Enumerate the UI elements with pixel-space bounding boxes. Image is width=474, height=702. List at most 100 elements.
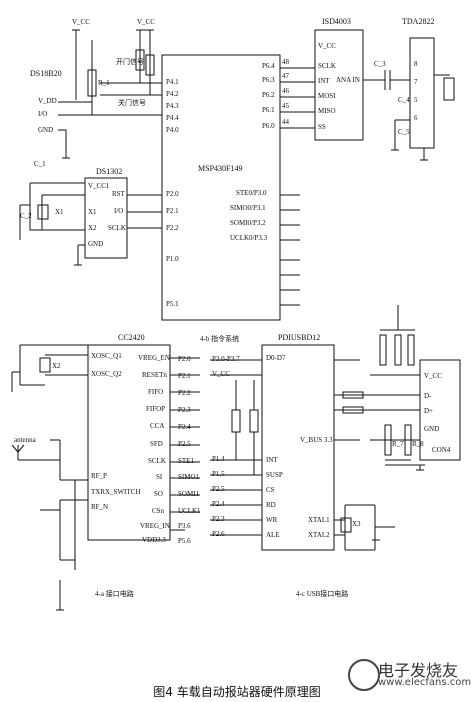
msp-pin-p41: P4.1: [166, 78, 179, 86]
mid-left-p14: P1.4: [212, 455, 225, 463]
msp-pin-p21: P2.1: [166, 207, 179, 215]
msp-num-46: 46: [282, 87, 289, 95]
cc2420-pin-vregen: VREG_EN: [138, 354, 170, 362]
x1-label: X1: [55, 208, 64, 216]
msp430-label: MSP430F149: [198, 164, 243, 173]
ds1302-pin-sclk: SCLK: [108, 224, 126, 232]
watermark-text: 电子发烧友: [378, 661, 459, 680]
msp-pin-p10: P1.0: [166, 255, 179, 263]
con4-label: CON4: [432, 446, 451, 454]
usb-pin-dminus: D-: [424, 392, 432, 400]
pdi-pin-xtal1: XTAL1: [308, 516, 330, 524]
pdi-pin-susp: SUSP: [266, 471, 283, 479]
msp-pin-p44: P4.4: [166, 114, 179, 122]
msp-num-48: 48: [282, 58, 289, 66]
ds1302-pin-rst: RST: [112, 190, 125, 198]
mid-sig-p25: P2.5: [178, 440, 191, 448]
open-door-signal: 开门信号: [116, 58, 144, 66]
c1-label: C_1: [34, 160, 46, 168]
cc2420-pin-vregin: VREG_IN: [140, 522, 170, 530]
mid-sig-p22: P2.2: [178, 389, 191, 397]
msp-pin-p60: P6.0: [262, 122, 275, 130]
cc2420-pin-xosc1: XOSC_Q1: [91, 352, 122, 360]
msp-pin-somi0: SOMI0/P3.2: [230, 219, 266, 227]
isd4003-chip: [314, 29, 364, 141]
ds1302-label: DS1302: [96, 167, 123, 176]
pdi-pin-wr: WR: [266, 516, 278, 524]
pdi-pin-rd: RD: [266, 501, 276, 509]
msp-pin-p20: P2.0: [166, 190, 179, 198]
msp-pin-uclk0: UCLK0/P3.3: [230, 234, 268, 242]
mid-sig-p36: P3.6: [178, 522, 191, 530]
isd-pin-miso: MISO: [318, 107, 336, 115]
msp-pin-p42: P4.2: [166, 90, 179, 98]
usb-pin-dplus: D+: [424, 407, 434, 415]
x2-label: X2: [52, 362, 61, 370]
isd-pin-mosi: MOSI: [318, 92, 336, 100]
cc2420-pin-so: SO: [154, 490, 163, 498]
c4-label: C_4: [398, 96, 410, 104]
pdiusbd12-label: PDIUSBD12: [278, 333, 321, 342]
figure-caption: 图4 车载自动报站器硬件原理图: [153, 685, 321, 699]
cc2420-pin-rfn: RF_N: [91, 503, 109, 511]
mid-left-p24: P2.4: [212, 500, 225, 508]
cc2420-pin-fifop: FIFOP: [146, 405, 166, 413]
cc2420-pin-vdd33: VDD3.3: [142, 536, 166, 544]
close-door-signal: 关门信号: [118, 99, 146, 107]
cc2420-chip: [87, 344, 171, 541]
mid-sig-ste1: STE1: [178, 457, 194, 465]
x3-label: X3: [352, 520, 361, 528]
c3-label: C_3: [374, 60, 386, 68]
msp-num-44: 44: [282, 118, 289, 126]
mid-sig-p20: P2.0: [178, 355, 191, 363]
c2-label: C_2: [20, 212, 32, 220]
msp-pin-p61: P6.1: [262, 106, 275, 114]
ds18b20-pin-gnd: GND: [38, 126, 54, 134]
msp-pin-p62: P6.2: [262, 91, 275, 99]
cc2420-pin-xosc2: XOSC_Q2: [91, 370, 122, 378]
mid-left-vcc: V_CC: [212, 370, 230, 378]
mid-left-p23: P2.3: [212, 515, 225, 523]
pdi-pin-xtal2: XTAL2: [308, 531, 330, 539]
cc2420-pin-txrx: TXRX_SWITCH: [91, 488, 141, 496]
msp-pin-p43: P4.3: [166, 102, 179, 110]
tda-pin-6: 6: [414, 114, 418, 122]
pdi-pin-vbus: V_BUS 3.3: [300, 436, 333, 444]
isd-pin-int: INT: [318, 77, 330, 85]
pdiusbd12-chip: [261, 344, 335, 551]
sub-4a-label: 4-a 接口电路: [95, 590, 134, 598]
ds18b20-label: DS18B20: [30, 69, 62, 78]
tda-pin-5: 5: [414, 96, 418, 104]
cc2420-pin-resetn: RESETn: [142, 371, 167, 379]
cc2420-pin-rfp: RF_P: [91, 472, 107, 480]
sub-4c-label: 4-c USB接口电路: [296, 590, 349, 598]
ds18b20-pin-vdd: V_DD: [38, 97, 57, 105]
ds1302-pin-gnd: GND: [88, 240, 104, 248]
ds1302-pin-x1: X1: [88, 208, 97, 216]
mid-sig-uclk1: UCLK1: [178, 507, 201, 515]
cc2420-pin-csn: CSn: [152, 507, 165, 515]
tda-pin-8: 8: [414, 60, 418, 68]
sub-4b-label: 4-b 指令系统: [200, 335, 240, 343]
isd-ana-in: ANA IN: [336, 76, 360, 84]
antenna-label: antenna: [14, 436, 36, 444]
watermark-logo-icon: [348, 659, 380, 691]
usb-pin-gnd: GND: [424, 425, 440, 433]
cc2420-label: CC2420: [118, 333, 145, 342]
vcc-label-1: V_CC: [72, 18, 90, 26]
mid-left-p30-37: P3.0-P3.7: [212, 355, 240, 363]
tda-pin-7: 7: [414, 78, 418, 86]
cc2420-pin-sclk: SCLK: [148, 457, 166, 465]
msp-num-45: 45: [282, 102, 289, 110]
ds18b20-pin-io: I/O: [38, 110, 48, 118]
ds1302-pin-io: I/O: [114, 207, 124, 215]
msp-pin-p63: P6.3: [262, 76, 275, 84]
ds1302-pin-x2: X2: [88, 224, 97, 232]
mid-left-p26: P2.6: [212, 530, 225, 538]
msp-pin-p64: P6.4: [262, 62, 275, 70]
msp-pin-p51: P5.1: [166, 300, 179, 308]
pdi-pin-d0d7: D0-D7: [266, 354, 286, 362]
cc2420-pin-sfd: SFD: [150, 440, 163, 448]
mid-sig-p23: P2.3: [178, 406, 191, 414]
mid-sig-p56: P5.6: [178, 537, 191, 545]
